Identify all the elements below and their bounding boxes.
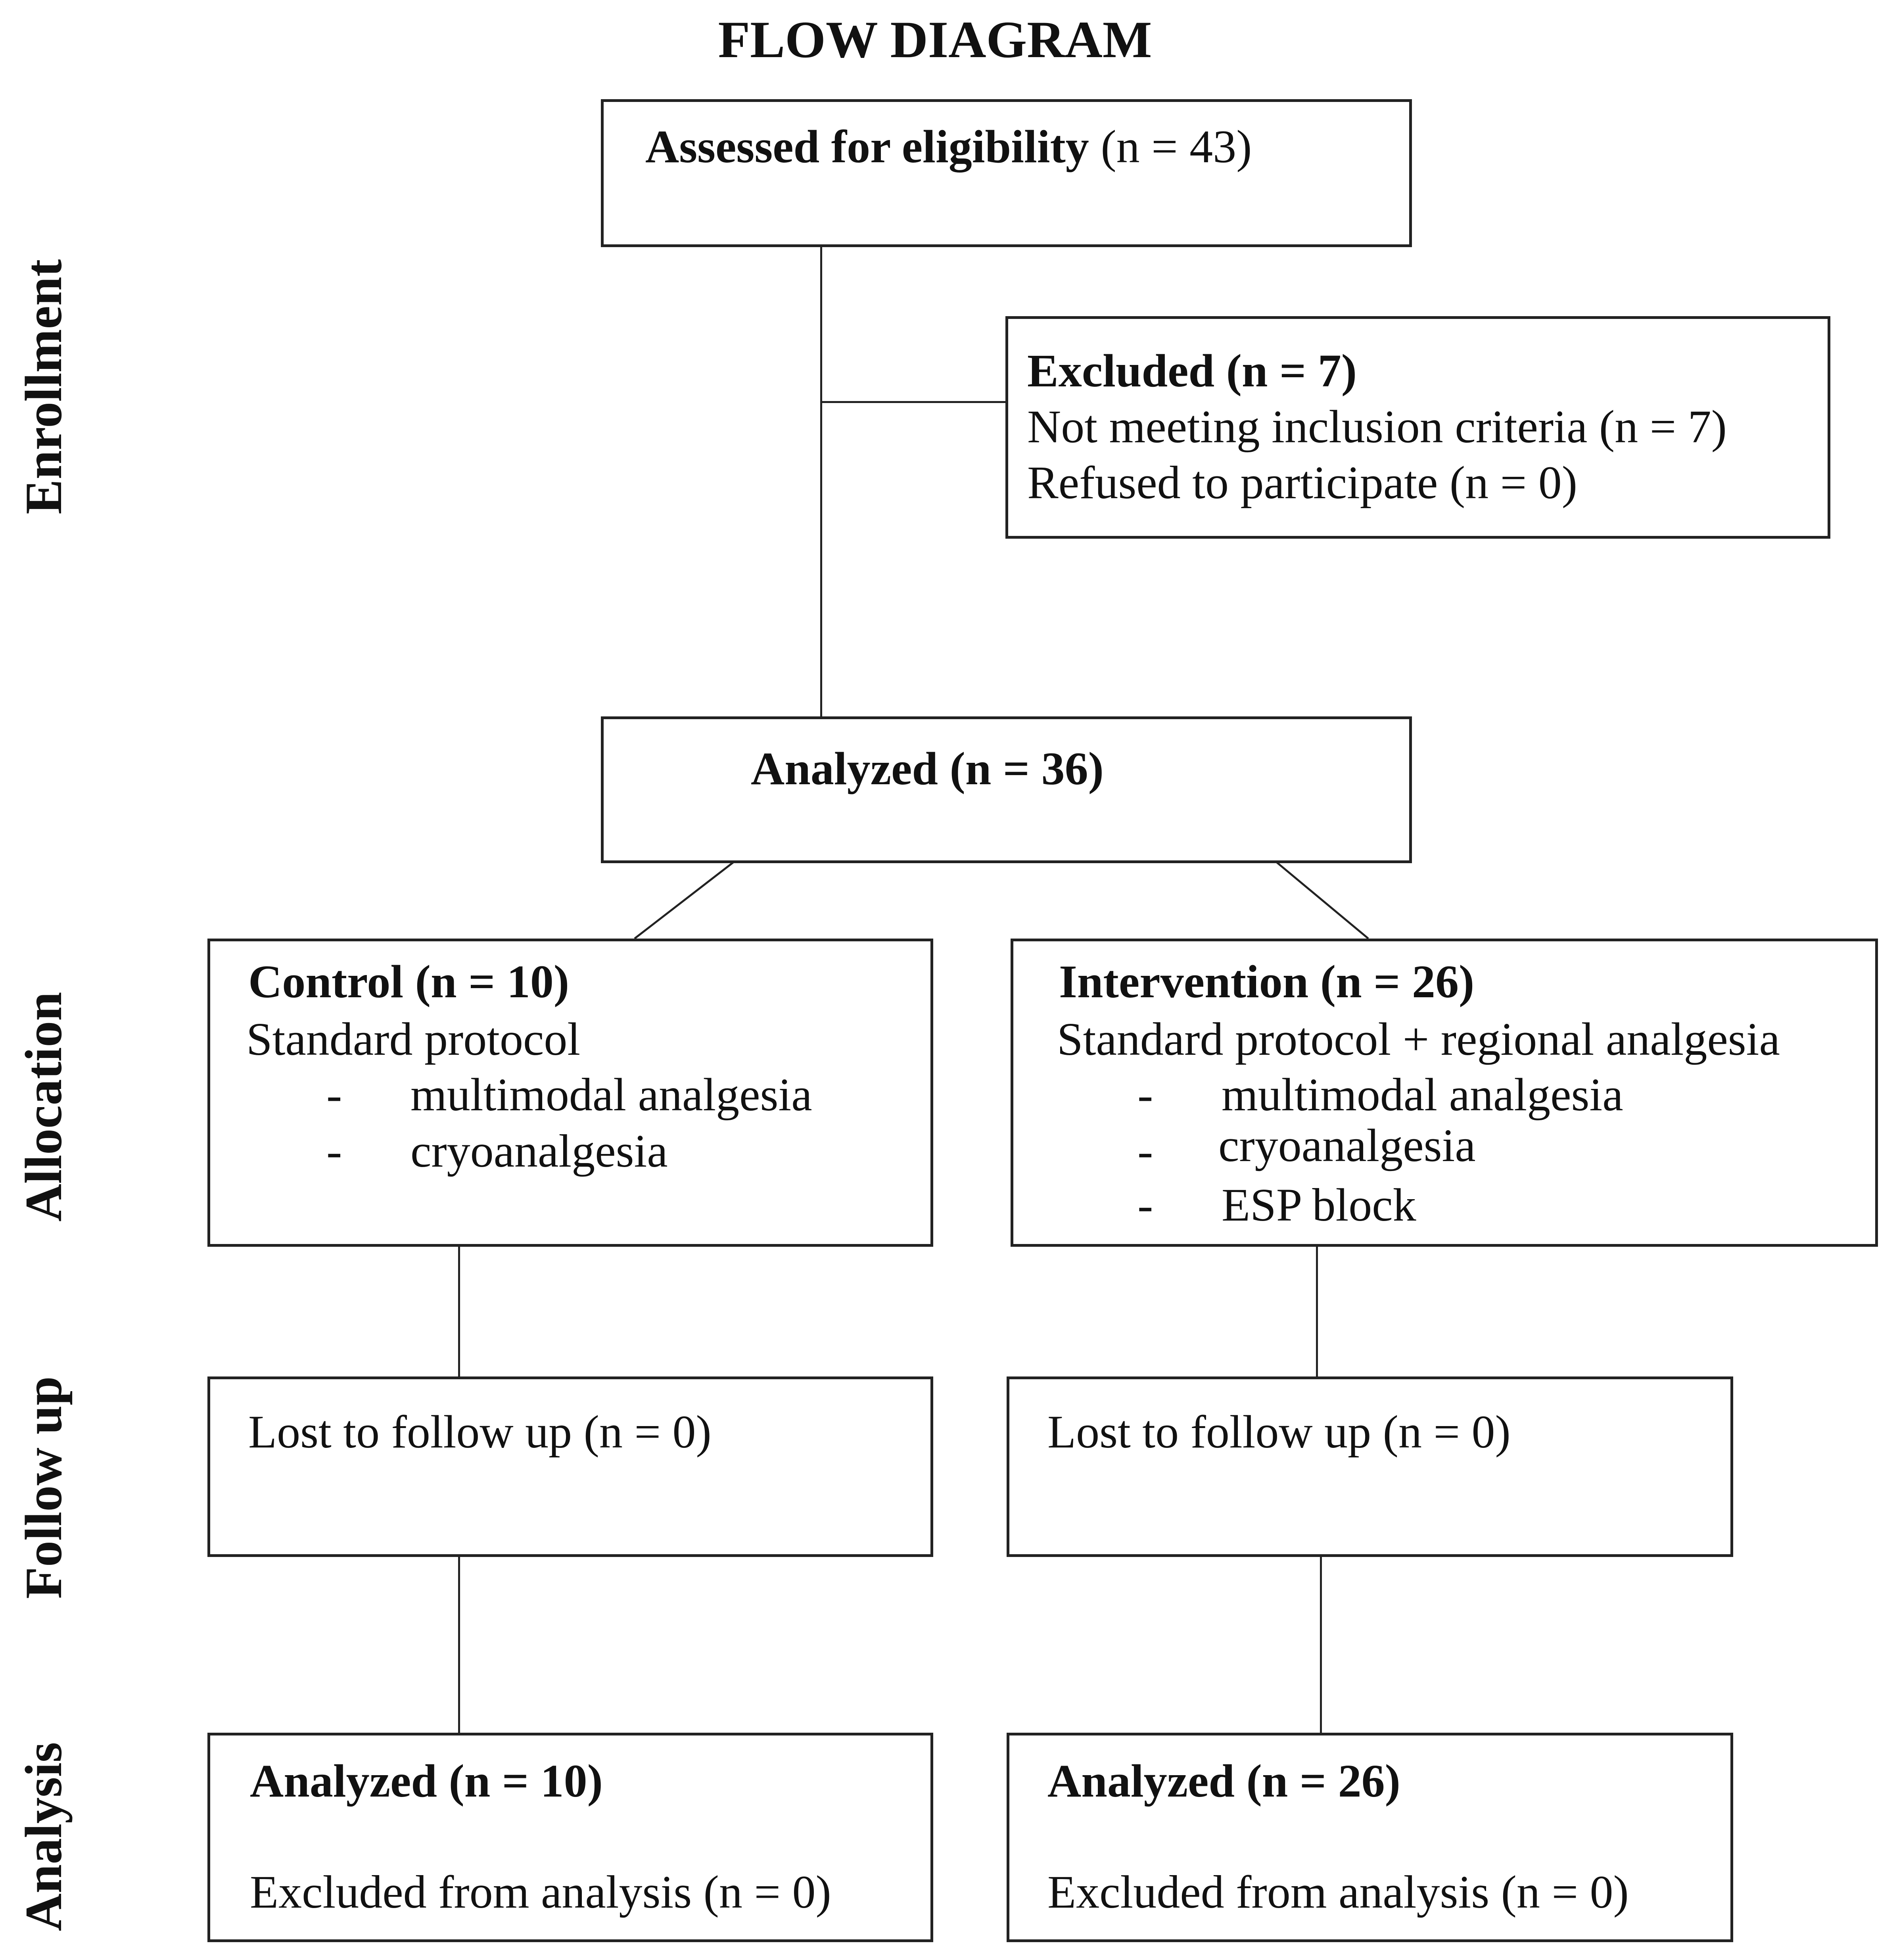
control-box (207, 939, 933, 1247)
assessed-count: (n = 43) (1101, 121, 1252, 173)
intervention-protocol: Standard protocol + regional analgesia (1057, 1013, 1780, 1065)
analysis-intervention-excluded: Excluded from analysis (n = 0) (1047, 1866, 1629, 1918)
intervention-bullet-1: - (1137, 1069, 1153, 1121)
control-title: Control (n = 10) (248, 956, 570, 1008)
excluded-reason-2: Refused to participate (n = 0) (1027, 457, 1578, 509)
analysis-intervention-title: Analyzed (n = 26) (1047, 1755, 1400, 1807)
control-bullet-2: - (326, 1125, 342, 1177)
control-item-2: cryoanalgesia (410, 1125, 668, 1177)
intervention-bullet-3: - (1137, 1179, 1153, 1231)
control-item-1: multimodal analgesia (410, 1069, 812, 1121)
followup-intervention-box (1007, 1376, 1733, 1557)
excluded-reason-1: Not meeting inclusion criteria (n = 7) (1027, 401, 1727, 453)
connector-to-intervention (1276, 861, 1369, 939)
intervention-bullet-2: - (1137, 1125, 1153, 1177)
diagram-title: FLOW DIAGRAM (718, 10, 1152, 69)
assessed-label: Assessed for eligibility (645, 121, 1089, 173)
intervention-box (1011, 939, 1878, 1247)
intervention-item-2: cryoanalgesia (1218, 1119, 1476, 1171)
analyzed-total-box (601, 716, 1412, 863)
assessed-text: Assessed for eligibility (n = 43) (645, 119, 1252, 175)
analysis-control-box (207, 1733, 933, 1942)
intervention-title: Intervention (n = 26) (1059, 956, 1475, 1008)
analysis-control-title: Analyzed (n = 10) (250, 1755, 603, 1807)
excluded-box (1005, 316, 1830, 539)
followup-intervention-text: Lost to follow up (n = 0) (1047, 1406, 1511, 1458)
connector-intervention-to-followup (1316, 1246, 1318, 1376)
followup-control-text: Lost to follow up (n = 0) (248, 1406, 712, 1458)
analysis-control-excluded: Excluded from analysis (n = 0) (250, 1866, 831, 1918)
analyzed-total-text: Analyzed (n = 36) (751, 743, 1104, 795)
excluded-title: Excluded (n = 7) (1027, 345, 1357, 397)
control-protocol: Standard protocol (246, 1013, 581, 1065)
connector-assessed-to-analyzed (820, 246, 822, 718)
connector-control-to-followup (458, 1246, 460, 1376)
intervention-item-3: ESP block (1222, 1179, 1416, 1231)
assessed-box (601, 99, 1412, 247)
connector-to-excluded (820, 401, 1005, 403)
connector-to-control (634, 861, 735, 939)
followup-control-box (207, 1376, 933, 1557)
connector-control-to-analysis (458, 1557, 460, 1733)
analysis-intervention-box (1007, 1733, 1733, 1942)
connector-intervention-to-analysis (1320, 1557, 1322, 1733)
control-bullet-1: - (326, 1069, 342, 1121)
intervention-item-1: multimodal analgesia (1222, 1069, 1623, 1121)
